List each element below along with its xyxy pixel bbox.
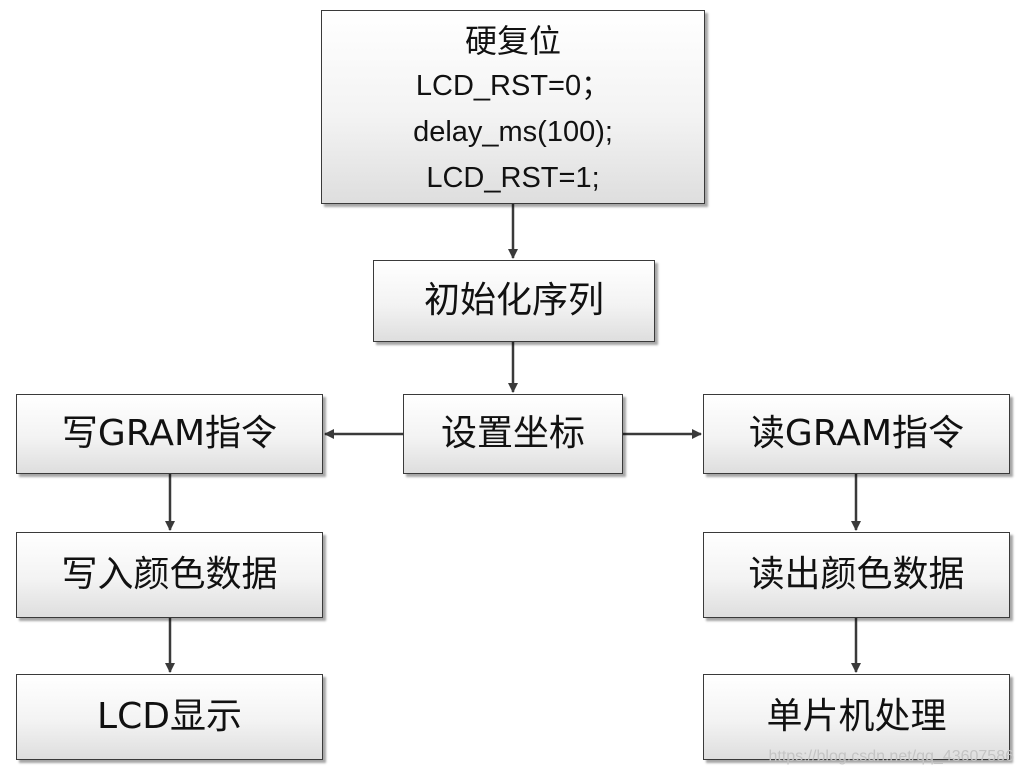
set-coordinates-box: 设置坐标 bbox=[403, 394, 623, 474]
read-color-data-box: 读出颜色数据 bbox=[703, 532, 1010, 618]
mcu-processing-label: 单片机处理 bbox=[766, 696, 947, 737]
read-gram-command-label: 读GRAM指令 bbox=[748, 413, 965, 454]
init-sequence-label: 初始化序列 bbox=[423, 280, 604, 321]
set-coordinates-label: 设置坐标 bbox=[440, 413, 585, 454]
init-sequence-box: 初始化序列 bbox=[373, 260, 655, 342]
watermark-text: https://blog.csdn.net/qq_43607586 bbox=[768, 748, 1014, 765]
hard-reset-title: 硬复位 bbox=[464, 22, 561, 60]
write-color-data-label: 写入颜色数据 bbox=[61, 554, 278, 595]
write-color-data-box: 写入颜色数据 bbox=[16, 532, 323, 618]
read-color-data-label: 读出颜色数据 bbox=[748, 554, 965, 595]
hard-reset-line-1: LCD_RST=0； bbox=[415, 70, 611, 102]
write-gram-command-box: 写GRAM指令 bbox=[16, 394, 323, 474]
hard-reset-line-3: LCD_RST=1; bbox=[426, 162, 600, 194]
mcu-processing-box: 单片机处理 bbox=[703, 674, 1010, 760]
read-gram-command-box: 读GRAM指令 bbox=[703, 394, 1010, 474]
hard-reset-line-2: delay_ms(100); bbox=[413, 116, 613, 148]
write-gram-command-label: 写GRAM指令 bbox=[61, 413, 278, 454]
lcd-display-box: LCD显示 bbox=[16, 674, 323, 760]
hard-reset-box: 硬复位 LCD_RST=0； delay_ms(100); LCD_RST=1; bbox=[321, 10, 705, 204]
lcd-display-label: LCD显示 bbox=[97, 696, 242, 737]
